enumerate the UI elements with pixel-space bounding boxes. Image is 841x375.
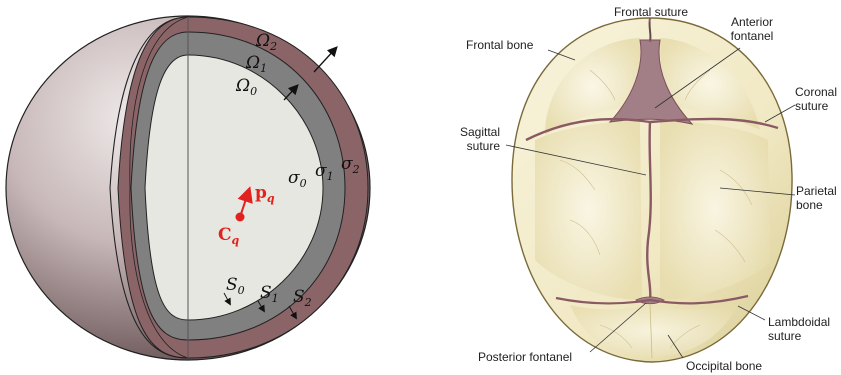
label-lambdoidal-suture-1: Lambdoidal bbox=[768, 315, 830, 329]
label-sagittal-suture-2: suture bbox=[467, 139, 501, 153]
label-coronal-suture-2: suture bbox=[795, 99, 829, 113]
label-anterior-fontanel-1: Anterior bbox=[731, 15, 773, 29]
infant-skull: Frontal suture Anterior fontanel Frontal… bbox=[460, 5, 837, 373]
occipital-bone bbox=[570, 304, 738, 358]
label-parietal-bone-2: bone bbox=[796, 198, 823, 212]
label-lambdoidal-suture-2: suture bbox=[768, 329, 802, 343]
layered-sphere: Ω2 Ω1 Ω0 σ0 σ1 σ2 S0 S1 S2 pq Cq bbox=[6, 16, 370, 360]
label-anterior-fontanel-2: fontanel bbox=[731, 29, 774, 43]
parietal-bone-right bbox=[660, 120, 770, 300]
outward-arrow-outer bbox=[314, 48, 336, 72]
label-occipital-bone: Occipital bone bbox=[686, 359, 762, 373]
label-parietal-bone-1: Parietal bbox=[796, 184, 837, 198]
label-frontal-suture: Frontal suture bbox=[614, 5, 688, 19]
label-coronal-suture-1: Coronal bbox=[795, 85, 837, 99]
label-sagittal-suture-1: Sagittal bbox=[460, 125, 500, 139]
label-frontal-bone: Frontal bone bbox=[466, 38, 534, 52]
label-omega2: Ω2 bbox=[255, 31, 277, 53]
label-posterior-fontanel: Posterior fontanel bbox=[478, 350, 572, 364]
